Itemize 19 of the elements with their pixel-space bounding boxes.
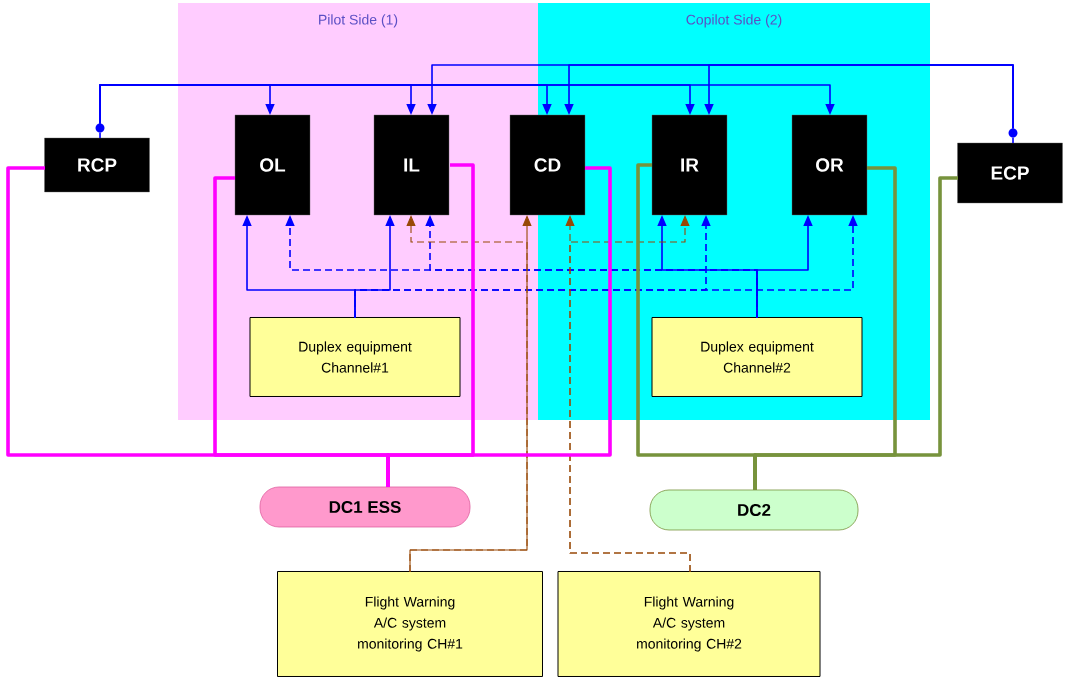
arrow [704, 64, 1014, 130]
unit-box: CD [509, 114, 586, 216]
unit-box: ECP [957, 142, 1063, 204]
equipment-box: Flight Warning A/C system monitoring CH#2 [557, 571, 821, 677]
unit-box: OR [791, 114, 868, 216]
equipment-box: Duplex equipment Channel#2 [651, 317, 863, 397]
unit-box: OL [234, 114, 311, 216]
power-line [753, 176, 958, 490]
power-bus-pill: DC2 [649, 489, 859, 531]
unit-box: IL [373, 114, 450, 216]
arrow [99, 84, 835, 125]
unit-box: IR [651, 114, 728, 216]
equipment-box: Flight Warning A/C system monitoring CH#1 [277, 571, 543, 677]
power-line [99, 131, 101, 139]
power-line [386, 166, 612, 487]
unit-box: RCP [44, 137, 150, 193]
power-bus-pill: DC1 ESS [259, 486, 471, 528]
equipment-box: Duplex equipment Channel#1 [249, 317, 461, 397]
power-line [1012, 136, 1014, 144]
